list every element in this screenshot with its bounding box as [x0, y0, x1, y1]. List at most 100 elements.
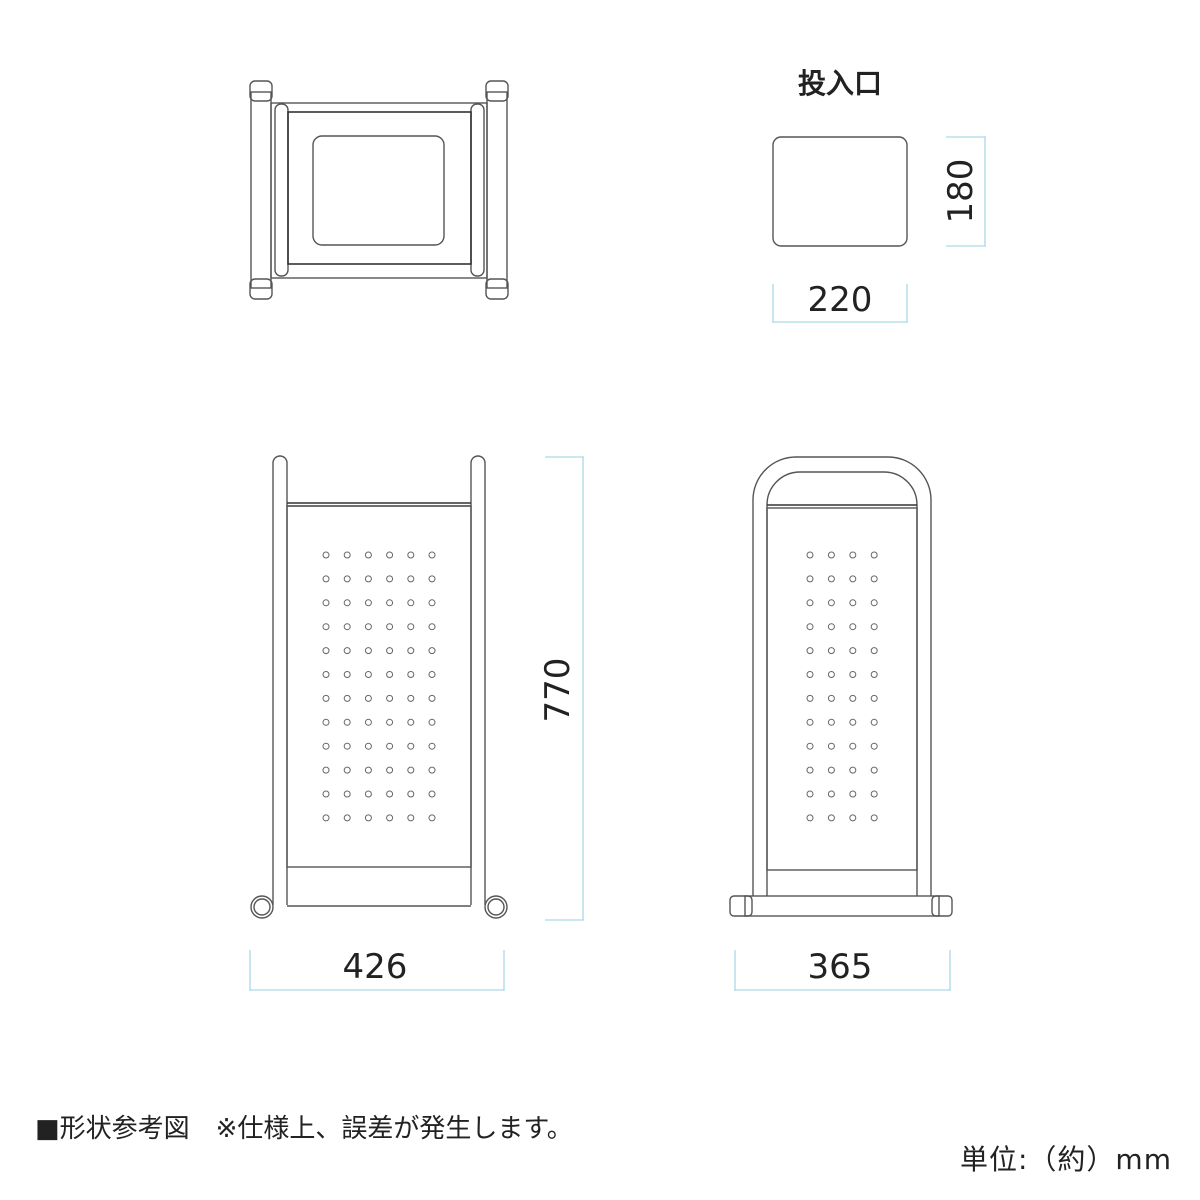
perforation-hole: [870, 814, 878, 822]
perforation-hole: [407, 575, 415, 583]
perforation-hole: [827, 790, 835, 798]
perforation-hole: [870, 742, 878, 750]
perforation-hole: [322, 766, 330, 774]
perforation-hole: [806, 718, 814, 726]
perforation-hole: [827, 671, 835, 678]
perforation-hole: [343, 671, 351, 678]
perforation-hole: [322, 599, 330, 607]
perforation-hole: [870, 623, 878, 631]
perforation-hole: [386, 694, 394, 702]
perforation-hole: [322, 718, 330, 726]
front-view: [249, 455, 584, 991]
perforation-hole: [870, 671, 878, 678]
perforation-hole: [806, 551, 814, 559]
perforation-hole: [428, 551, 436, 559]
perforation-hole: [806, 671, 814, 678]
perforation-hole: [407, 647, 415, 655]
perforation-hole: [827, 766, 835, 774]
perforation-hole: [428, 790, 436, 798]
perforation-hole: [364, 551, 372, 559]
perforation-hole: [849, 742, 857, 750]
perforation-hole: [827, 742, 835, 750]
perforation-hole: [322, 694, 330, 702]
perforation-hole: [428, 623, 436, 631]
perforation-hole: [849, 694, 857, 702]
perforation-hole: [806, 766, 814, 774]
perforation-hole: [428, 766, 436, 774]
perforation-hole: [849, 647, 857, 655]
perforation-hole: [343, 647, 351, 655]
perforation-hole: [827, 718, 835, 726]
perforation-hole: [806, 694, 814, 702]
perforation-hole: [386, 766, 394, 774]
perforation-hole: [364, 623, 372, 631]
perforation-hole: [407, 694, 415, 702]
perforation-hole: [386, 790, 394, 798]
perforation-hole: [827, 575, 835, 583]
perforation-hole: [364, 790, 372, 798]
perforation-hole: [849, 575, 857, 583]
perforation-hole: [407, 814, 415, 822]
perforation-hole: [870, 790, 878, 798]
perforation-hole: [364, 742, 372, 750]
perforation-hole: [428, 694, 436, 702]
top-view: [249, 80, 509, 300]
perforation-hole: [407, 766, 415, 774]
perforation-hole: [322, 790, 330, 798]
perforation-hole: [806, 647, 814, 655]
perforation-hole: [364, 694, 372, 702]
perforation-hole: [364, 671, 372, 678]
perforation-hole: [827, 599, 835, 607]
perforation-hole: [322, 742, 330, 750]
perforation-hole: [386, 599, 394, 607]
perforation-hole: [322, 623, 330, 631]
perforation-hole: [386, 623, 394, 631]
perforation-hole: [806, 790, 814, 798]
perforation-hole: [806, 623, 814, 631]
perforation-hole: [343, 718, 351, 726]
perforation-hole: [827, 694, 835, 702]
perforation-hole: [386, 742, 394, 750]
perforation-hole: [364, 599, 372, 607]
side-width-label: 365: [807, 947, 873, 987]
perforation-hole: [849, 718, 857, 726]
perforation-hole: [343, 551, 351, 559]
perforation-hole: [870, 599, 878, 607]
perforation-hole: [364, 814, 372, 822]
perforation-hole: [870, 694, 878, 702]
perforation-hole: [870, 766, 878, 774]
front-width-label: 426: [342, 947, 408, 987]
perforation-hole: [386, 671, 394, 678]
perforation-hole: [428, 671, 436, 678]
perforation-hole: [827, 623, 835, 631]
perforation-hole: [343, 623, 351, 631]
perforation-hole: [870, 718, 878, 726]
perforation-hole: [827, 647, 835, 655]
perforation-hole: [386, 647, 394, 655]
perforation-hole: [364, 718, 372, 726]
perforation-hole: [343, 790, 351, 798]
perforation-hole: [407, 718, 415, 726]
opening-height-label: 180: [941, 158, 981, 224]
perforation-hole: [322, 575, 330, 583]
perforation-hole: [386, 551, 394, 559]
perforation-hole: [849, 599, 857, 607]
perforation-hole: [407, 790, 415, 798]
perforation-hole: [428, 575, 436, 583]
perforation-hole: [849, 623, 857, 631]
side-view: [729, 456, 953, 991]
perforation-hole: [322, 551, 330, 559]
perforation-hole: [806, 599, 814, 607]
opening-width-label: 220: [807, 280, 873, 320]
unit-label: 単位:（約）mm: [960, 1143, 1172, 1176]
perforation-hole: [407, 671, 415, 678]
perforation-hole: [407, 742, 415, 750]
perforation-hole: [343, 575, 351, 583]
perforation-hole: [870, 551, 878, 559]
perforation-hole: [386, 718, 394, 726]
perforation-hole: [407, 599, 415, 607]
perforation-hole: [428, 718, 436, 726]
perforation-hole: [827, 814, 835, 822]
perforation-hole: [386, 575, 394, 583]
